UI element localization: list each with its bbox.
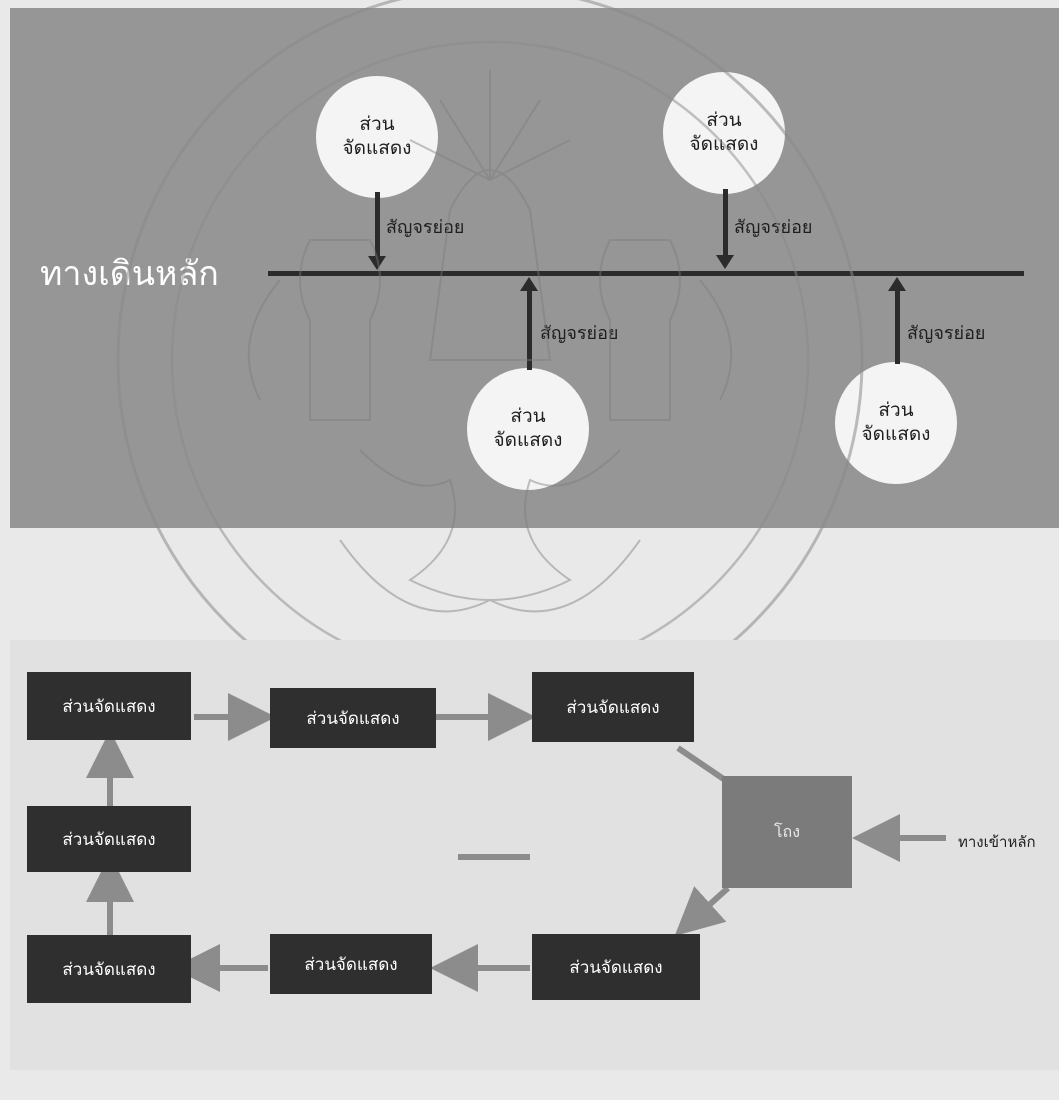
display-zone-label-line1: ส่วน xyxy=(878,399,914,422)
display-zone-label-line2: จัดแสดง xyxy=(689,133,759,155)
display-box-top-left: ส่วนจัดแสดง xyxy=(27,672,191,740)
hall-box: โถง xyxy=(722,776,852,888)
display-zone-label-line2: จัดแสดง xyxy=(493,429,563,451)
display-zone-label-line2: จัดแสดง xyxy=(342,137,412,159)
sub-path-arrow-1-shaft xyxy=(375,192,380,257)
arrow-up-icon xyxy=(888,277,906,291)
display-box-bottom-left: ส่วนจัดแสดง xyxy=(27,935,191,1003)
sub-path-arrow-3-shaft xyxy=(527,290,532,370)
display-box-top-middle: ส่วนจัดแสดง xyxy=(270,688,436,748)
display-zone-label-line1: ส่วน xyxy=(510,405,546,428)
main-path-label: ทางเดินหลัก xyxy=(40,254,219,294)
display-zone-circle-1: ส่วน จัดแสดง xyxy=(316,76,438,198)
sub-path-label-3: สัญจรย่อย xyxy=(540,323,619,344)
display-zone-label-line1: ส่วน xyxy=(706,109,742,132)
display-zone-circle-2: ส่วน จัดแสดง xyxy=(663,72,785,194)
sub-path-arrow-2-shaft xyxy=(723,189,728,256)
display-zone-label-line1: ส่วน xyxy=(359,113,395,136)
sub-path-label-2: สัญจรย่อย xyxy=(734,217,813,238)
display-box-left-middle: ส่วนจัดแสดง xyxy=(27,806,191,872)
display-box-bottom-right: ส่วนจัดแสดง xyxy=(532,934,700,1000)
display-box-bottom-middle: ส่วนจัดแสดง xyxy=(270,934,432,994)
display-zone-circle-4: ส่วน จัดแสดง xyxy=(835,362,957,484)
arrow-down-icon xyxy=(716,255,734,269)
sub-path-arrow-4-shaft xyxy=(895,290,900,364)
main-entrance-label: ทางเข้าหลัก xyxy=(958,833,1036,851)
display-zone-circle-3: ส่วน จัดแสดง xyxy=(467,368,589,490)
arrow-up-icon xyxy=(520,277,538,291)
main-path-line xyxy=(268,271,1024,276)
display-box-top-right: ส่วนจัดแสดง xyxy=(532,672,694,742)
sub-path-label-4: สัญจรย่อย xyxy=(907,323,986,344)
arrow-down-icon xyxy=(368,256,386,270)
sub-path-label-1: สัญจรย่อย xyxy=(386,217,465,238)
display-zone-label-line2: จัดแสดง xyxy=(861,423,931,445)
